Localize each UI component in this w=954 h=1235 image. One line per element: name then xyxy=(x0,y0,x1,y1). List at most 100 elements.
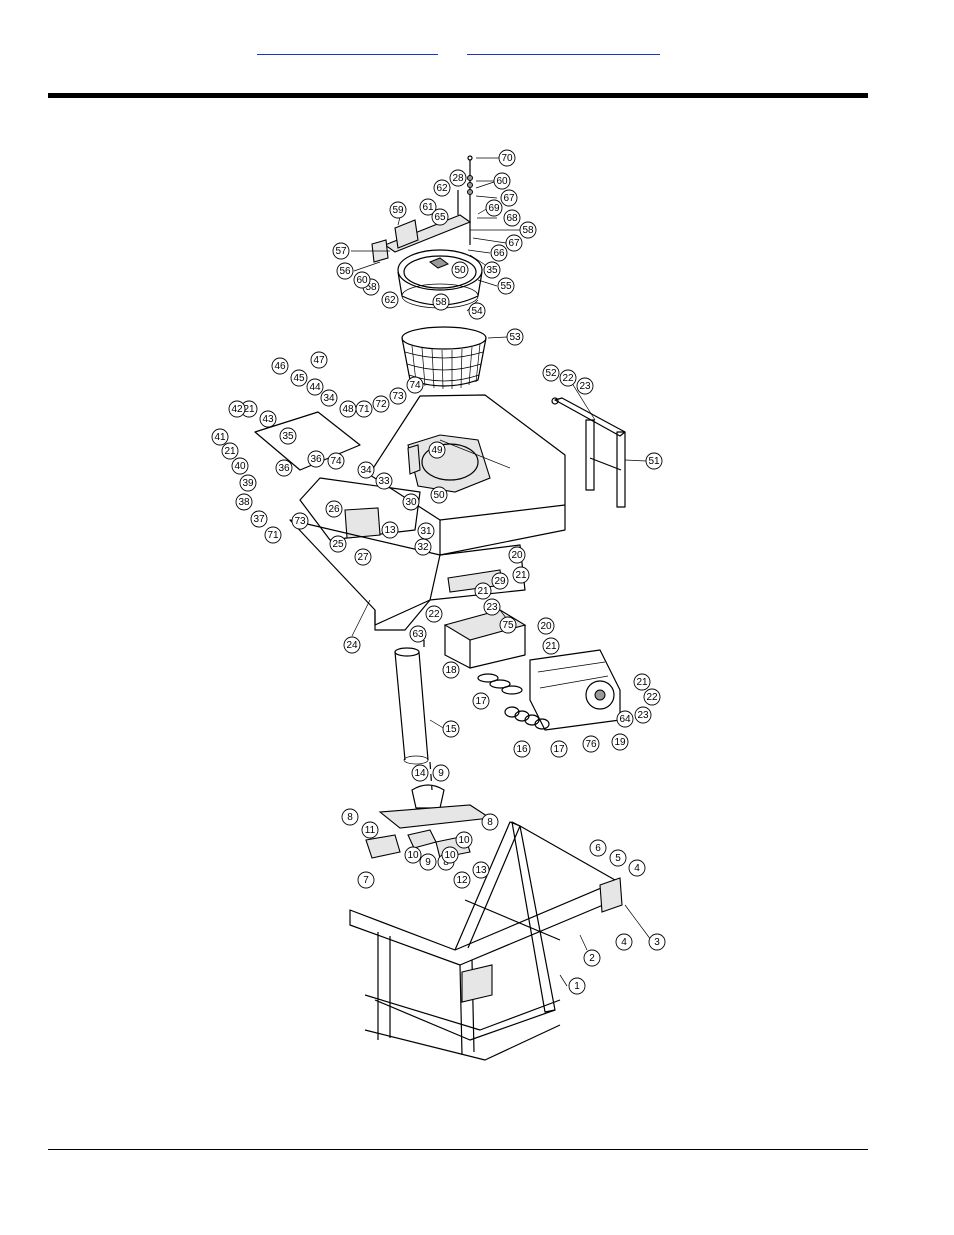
callout-number: 31 xyxy=(420,526,432,537)
callout-circle xyxy=(291,512,309,530)
callout-number: 40 xyxy=(234,461,246,472)
callout-number: 72 xyxy=(375,399,387,410)
callout-10: 10 xyxy=(404,846,422,864)
callout-33: 33 xyxy=(375,472,393,490)
callout-circle xyxy=(375,472,393,490)
callout-circle xyxy=(512,566,530,584)
callout-53: 53 xyxy=(506,328,524,346)
callout-circle xyxy=(306,378,324,396)
callout-circle xyxy=(250,510,268,528)
callout-35: 35 xyxy=(483,261,501,279)
callout-62: 62 xyxy=(433,179,451,197)
callout-3: 3 xyxy=(648,933,666,951)
mount-brackets xyxy=(365,628,492,859)
callout-circle xyxy=(211,428,229,446)
callout-number: 53 xyxy=(509,332,521,343)
callout-number: 34 xyxy=(323,393,335,404)
callout-number: 36 xyxy=(310,454,322,465)
callout-number: 34 xyxy=(360,465,372,476)
callout-18: 18 xyxy=(442,661,460,679)
callout-22: 22 xyxy=(425,605,443,623)
callout-42: 42 xyxy=(228,400,246,418)
callout-67: 67 xyxy=(505,234,523,252)
callout-circle xyxy=(336,262,354,280)
callout-circle xyxy=(332,242,350,260)
callout-number: 20 xyxy=(511,550,523,561)
callout-number: 44 xyxy=(309,382,321,393)
callout-circle xyxy=(485,199,503,217)
fill-tube xyxy=(551,397,626,508)
callout-circle xyxy=(310,351,328,369)
callout-number: 28 xyxy=(452,173,464,184)
callout-circle xyxy=(389,201,407,219)
callout-circle xyxy=(259,410,277,428)
callout-60: 60 xyxy=(493,172,511,190)
callout-number: 13 xyxy=(384,525,396,536)
callout-circle xyxy=(513,740,531,758)
callout-number: 26 xyxy=(328,504,340,515)
callout-circle xyxy=(468,302,486,320)
callout-20: 20 xyxy=(537,617,555,635)
callout-circle xyxy=(432,764,450,782)
callout-number: 8 xyxy=(347,812,353,823)
callout-number: 51 xyxy=(648,456,660,467)
callout-number: 17 xyxy=(553,744,565,755)
callout-number: 21 xyxy=(636,677,648,688)
callout-32: 32 xyxy=(414,538,432,556)
callout-number: 35 xyxy=(486,265,498,276)
callout-number: 58 xyxy=(522,225,534,236)
callout-number: 58 xyxy=(365,282,377,293)
callout-circle xyxy=(519,221,537,239)
callout-47: 47 xyxy=(310,351,328,369)
callout-number: 67 xyxy=(508,238,520,249)
callout-circle xyxy=(483,261,501,279)
callout-20: 20 xyxy=(508,546,526,564)
callout-35: 35 xyxy=(279,427,297,445)
callout-circle xyxy=(542,364,560,382)
callout-21: 21 xyxy=(542,637,560,655)
callout-number: 67 xyxy=(503,193,515,204)
callout-circle xyxy=(361,821,379,839)
callout-circle xyxy=(442,720,460,738)
callout-circle xyxy=(449,169,467,187)
callout-1: 1 xyxy=(568,977,586,995)
callout-number: 10 xyxy=(458,835,470,846)
callout-number: 10 xyxy=(444,850,456,861)
header-link-2[interactable] xyxy=(467,40,660,55)
callout-circle xyxy=(307,450,325,468)
callout-circle xyxy=(239,474,257,492)
callout-circle xyxy=(453,871,471,889)
callout-circle xyxy=(389,387,407,405)
callout-23: 23 xyxy=(483,598,501,616)
callout-number: 25 xyxy=(332,539,344,550)
callout-number: 21 xyxy=(477,586,489,597)
callout-27: 27 xyxy=(354,548,372,566)
callout-number: 35 xyxy=(282,431,294,442)
callout-30: 30 xyxy=(402,493,420,511)
callout-number: 27 xyxy=(357,552,369,563)
callout-circle xyxy=(327,452,345,470)
callout-circle xyxy=(490,244,508,262)
lid-assembly xyxy=(371,155,483,309)
callout-number: 18 xyxy=(445,665,457,676)
meter-assembly xyxy=(443,609,621,731)
callout-circle xyxy=(264,526,282,544)
callout-circle xyxy=(235,493,253,511)
callout-number: 17 xyxy=(475,696,487,707)
callout-circle xyxy=(325,500,343,518)
callout-number: 52 xyxy=(545,368,557,379)
callout-circle xyxy=(231,457,249,475)
callout-number: 68 xyxy=(506,213,518,224)
callout-number: 45 xyxy=(293,373,305,384)
callout-circle xyxy=(441,846,459,864)
callout-number: 11 xyxy=(365,825,376,836)
hopper xyxy=(254,394,566,631)
callout-number: 6 xyxy=(595,843,601,854)
callout-circle xyxy=(353,271,371,289)
callout-58: 58 xyxy=(519,221,537,239)
header-link-1[interactable] xyxy=(257,40,438,55)
callout-circle xyxy=(493,172,511,190)
callout-number: 75 xyxy=(502,620,514,631)
callout-24: 24 xyxy=(343,636,361,654)
callout-circle xyxy=(381,521,399,539)
